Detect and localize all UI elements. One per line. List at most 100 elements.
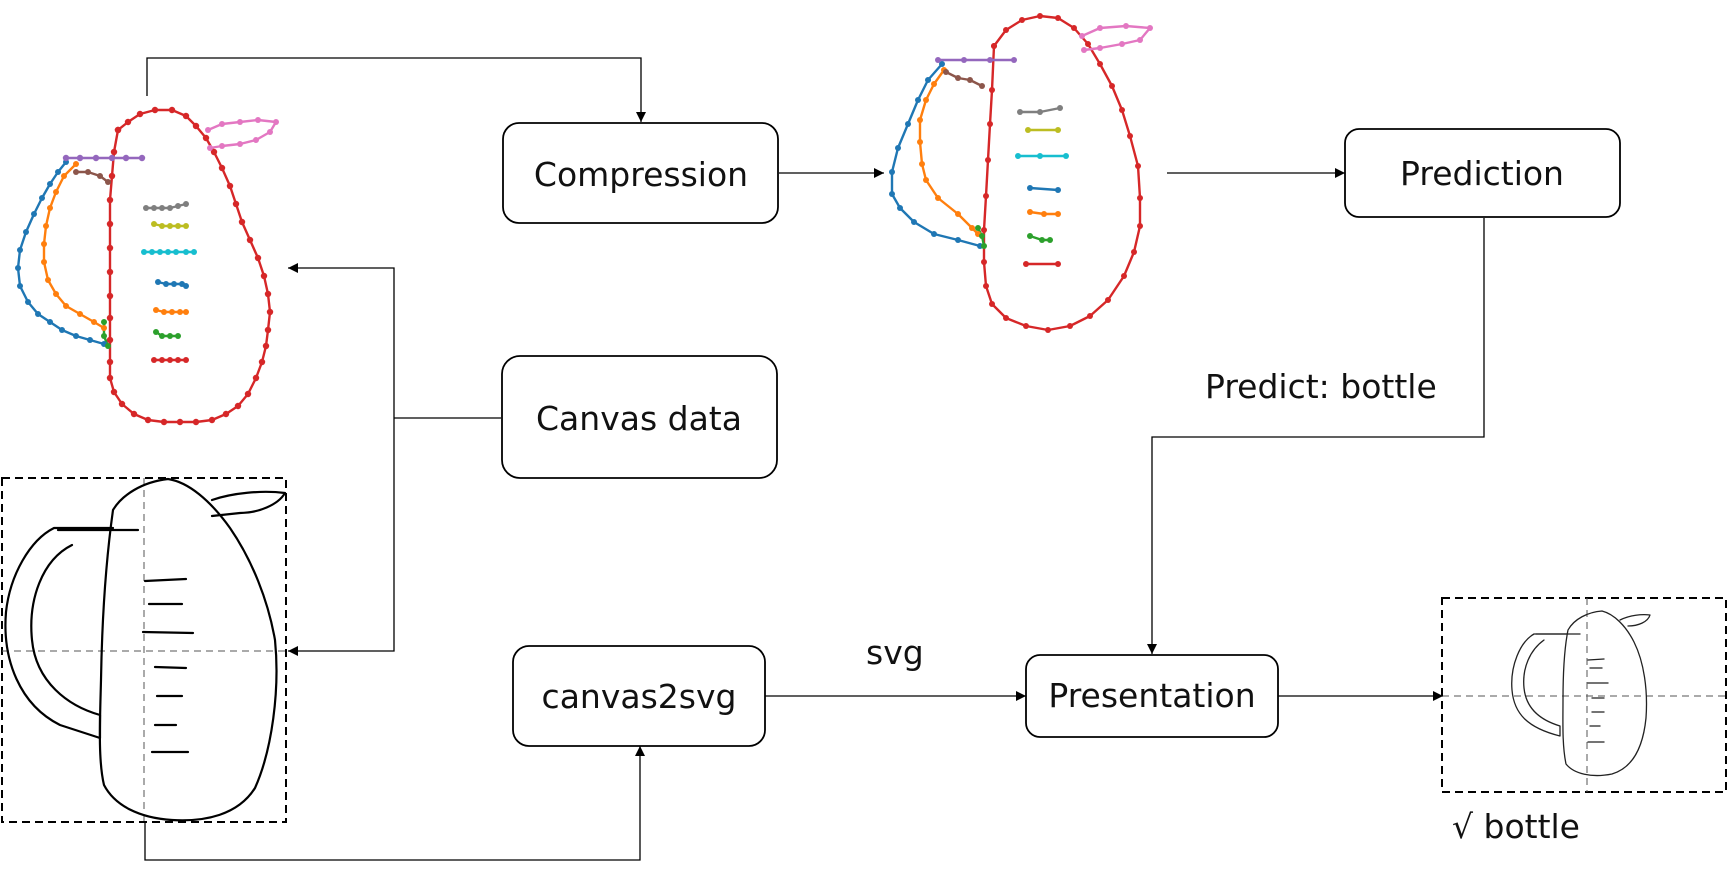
compressed-point-outline [1087,313,1093,319]
original-point-handle-blue [73,333,79,339]
compressed-point-outline [985,157,991,163]
compressed-point-tick-6 [1027,233,1033,239]
original-point-tick-3 [191,249,197,255]
original-point-handle-blue [39,195,45,201]
original-point-outline [110,388,118,396]
original-point-spout [273,119,279,125]
compressed-point-outline [1109,83,1115,89]
compressed-point-outline [983,193,989,199]
original-point-handle-blue [55,169,61,175]
original-point-spout [253,137,259,143]
original-point-handle-blue [17,283,23,289]
original-point-outline [202,134,210,142]
compressed-point-handle-green [981,243,987,249]
compressed-point-tick-5 [1027,209,1033,215]
original-point-handle-orange [53,291,59,297]
original-point-outline [192,418,200,426]
compressed-stroke-top-brown [945,70,983,88]
original-point-top-brown [73,169,79,175]
compressed-point-tick-3 [1063,153,1069,159]
original-point-outline [222,410,230,418]
original-point-handle-green [105,343,111,349]
original-point-outline [226,182,234,190]
arrow-bus-to-colored-sketch [288,263,395,418]
compressed-point-handle-blue [931,231,937,237]
original-point-tick-4 [163,281,169,287]
original-point-outline [114,126,122,134]
original-point-handle-blue [47,319,53,325]
original-point-outline [106,336,114,344]
bottle-tick-1 [143,577,188,583]
original-point-outline [192,122,200,130]
original-point-tick-6 [153,329,159,335]
node-prediction: Prediction [1344,128,1621,218]
original-point-handle-orange [41,241,47,247]
original-point-top-purple [138,154,146,162]
compressed-point-top-purple [935,57,941,63]
original-point-top-purple [92,154,100,162]
original-point-tick-6 [167,333,173,339]
compressed-point-tick-3 [1037,153,1043,159]
original-point-tick-3 [183,249,189,255]
original-point-outline [182,112,190,120]
compressed-point-outline [1137,223,1143,229]
node-presentation-label: Presentation [1048,676,1255,715]
svg-label: svg [866,633,924,672]
compressed-point-outline [1135,163,1141,169]
compressed-point-handle-blue [895,145,901,151]
compressed-point-spout [1137,37,1143,43]
original-point-tick-7 [183,357,189,363]
original-point-outline [176,418,184,426]
original-point-top-purple [122,154,130,162]
node-canvas-data-label: Canvas data [536,399,742,438]
original-point-outline [168,106,176,114]
original-point-outline [232,200,240,208]
original-point-outline [124,118,132,126]
compressed-point-handle-orange [917,117,923,123]
original-point-top-purple [76,154,84,162]
compressed-point-handle-orange [931,81,937,87]
compressed-point-tick-7 [1023,261,1029,267]
original-point-tick-4 [171,281,177,287]
result-bottle-spout [1619,614,1651,627]
original-point-outline [130,410,138,418]
compressed-point-outline [1085,41,1091,47]
compressed-point-outline [1067,323,1073,329]
compressed-point-outline [1127,133,1133,139]
compressed-point-tick-1 [1037,109,1043,115]
compressed-point-spout [1079,33,1085,39]
compressed-point-outline [1105,297,1111,303]
compressed-point-handle-blue [925,77,931,83]
node-presentation: Presentation [1025,654,1279,738]
node-canvas2svg-label: canvas2svg [542,677,737,716]
compressed-stroke-outline [982,14,1142,332]
original-point-handle-orange [43,223,49,229]
original-point-outline [160,418,168,426]
original-point-handle-blue [31,211,37,217]
compressed-point-spout [1147,25,1153,31]
compressed-point-handle-blue [955,237,961,243]
compressed-point-spout [1081,47,1087,53]
original-point-handle-blue [23,229,29,235]
original-point-tick-5 [183,309,189,315]
node-prediction-label: Prediction [1400,154,1564,193]
original-point-tick-5 [169,309,175,315]
compressed-point-outline [989,301,995,307]
bottle-handle [4,526,115,740]
original-point-handle-blue [17,247,23,253]
original-point-outline [266,308,274,316]
compressed-point-spout [1097,25,1103,31]
compressed-point-outline [1019,17,1025,23]
compressed-point-outline [983,283,989,289]
original-point-tick-3 [141,249,147,255]
compressed-point-handle-blue [889,191,895,197]
original-point-top-brown [85,169,91,175]
original-point-handle-orange [63,303,69,309]
original-point-outline [258,358,266,366]
original-point-tick-3 [173,249,179,255]
predict-result-label: Predict: bottle [1205,367,1437,406]
compressed-point-spout [1123,23,1129,29]
compressed-point-outline [1003,27,1009,33]
compressed-stroke-spout [1081,24,1152,52]
